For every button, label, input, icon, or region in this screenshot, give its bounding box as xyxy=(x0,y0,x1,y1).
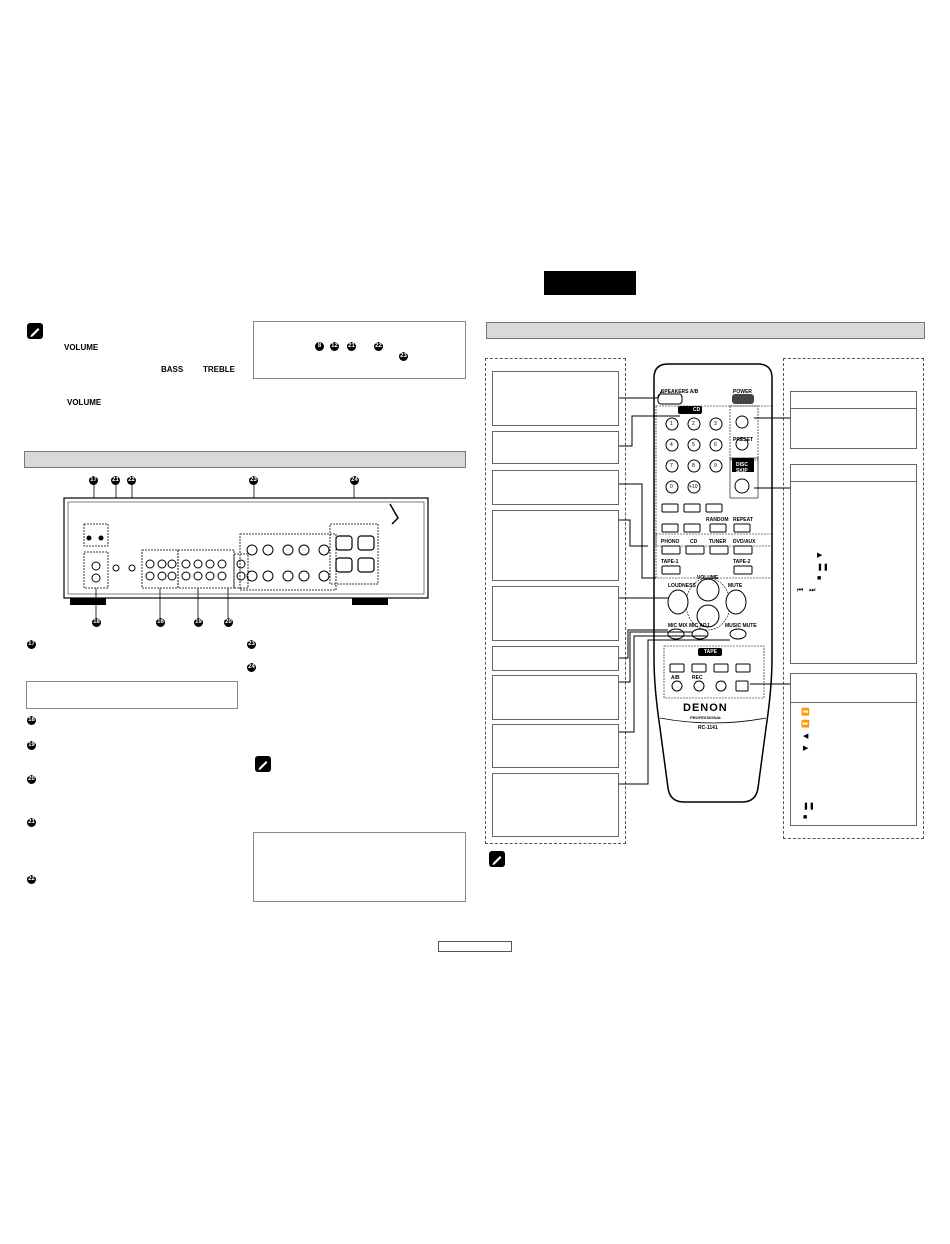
remote-label-tape2: TAPE-2 xyxy=(733,559,751,565)
remote-label-speakers: SPEAKERS A/B xyxy=(661,389,699,395)
remote-label-volume: VOLUME xyxy=(697,575,719,581)
list-marker-24: 24 xyxy=(247,663,256,672)
remote-label-mute: MUTE xyxy=(728,583,743,589)
remote-digit: 6 xyxy=(714,442,717,448)
callout-box xyxy=(492,675,619,720)
remote-label-tape: TAPE xyxy=(704,649,717,655)
remote-left-callouts xyxy=(485,358,626,844)
list-marker-21: 21 xyxy=(27,818,36,827)
remote-digit: 1 xyxy=(670,421,673,427)
language-tab xyxy=(544,271,636,295)
ref-marker: 22 xyxy=(374,342,383,351)
note-label-treble: TREBLE xyxy=(203,365,235,374)
callout-box xyxy=(492,431,619,464)
list-marker-19: 19 xyxy=(27,741,36,750)
ref-marker: 23 xyxy=(399,352,408,361)
info-box xyxy=(26,681,238,709)
callout-box xyxy=(492,773,619,837)
section-header-remote xyxy=(486,322,925,339)
callout-16: 16 xyxy=(156,618,165,627)
callout-box xyxy=(790,391,917,449)
list-marker-17: 17 xyxy=(27,640,36,649)
ref-marker: 21 xyxy=(347,342,356,351)
remote-digit: 2 xyxy=(692,421,695,427)
note-label-bass: BASS xyxy=(161,365,184,374)
remote-label-tape1: TAPE-1 xyxy=(661,559,679,565)
note-pencil-icon xyxy=(255,756,271,772)
remote-label-music-mute: MUSIC MUTE xyxy=(725,623,757,629)
callout-box xyxy=(492,371,619,426)
remote-label-dvd-aux: DVD/AUX xyxy=(733,539,756,545)
callout-17: 17 xyxy=(89,476,98,485)
remote-label-phono: PHONO xyxy=(661,539,680,545)
remote-digit: 3 xyxy=(714,421,717,427)
remote-label-power: POWER xyxy=(733,389,752,395)
rear-panel-illustration xyxy=(63,484,429,618)
caution-box-lower xyxy=(253,832,466,902)
remote-digit: 9 xyxy=(714,463,717,469)
ref-marker: 12 xyxy=(330,342,339,351)
remote-label-mic-adj: MIC ADJ xyxy=(689,623,710,629)
list-marker-22: 22 xyxy=(27,875,36,884)
page-number-box xyxy=(438,941,512,952)
remote-digit: 7 xyxy=(670,463,673,469)
remote-model: RC-1141 xyxy=(698,725,718,731)
callout-22: 22 xyxy=(127,476,136,485)
section-header-rear-panel xyxy=(24,451,466,468)
note-label-volume-2: VOLUME xyxy=(67,398,102,407)
list-marker-18: 18 xyxy=(27,716,36,725)
remote-label-repeat: REPEAT xyxy=(733,517,753,523)
remote-brand-logo: DENON xyxy=(683,702,728,714)
list-marker-23: 23 xyxy=(247,640,256,649)
note-pencil-icon xyxy=(27,323,43,339)
remote-label-mic-mix: MIC MIX xyxy=(668,623,688,629)
callout-box xyxy=(492,510,619,581)
remote-label-ab: A/B xyxy=(671,675,680,681)
remote-label-disc-skip: DISC SKIP xyxy=(736,462,748,474)
callout-23: 23 xyxy=(249,476,258,485)
note-label-volume: VOLUME xyxy=(64,343,99,352)
callout-box xyxy=(492,586,619,641)
callout-24: 24 xyxy=(350,476,359,485)
remote-label-random: RANDOM xyxy=(706,517,729,523)
remote-right-callouts xyxy=(783,358,924,839)
callout-20: 20 xyxy=(224,618,233,627)
caution-box: 8 12 21 22 23 xyxy=(253,321,466,379)
callout-19: 19 xyxy=(194,618,203,627)
ref-marker: 8 xyxy=(315,342,324,351)
remote-label-tuner: TUNER xyxy=(709,539,727,545)
callout-box-cd: ▶ ❚❚ ■ ⏮ ⏭ xyxy=(790,464,917,664)
callout-box xyxy=(492,724,619,768)
remote-brand-sub: PROFESSIONAL xyxy=(690,715,722,720)
callout-box-tape: ⏪ ⏩ ◀ ▶ ❚❚ ■ xyxy=(790,673,917,826)
remote-digit: 5 xyxy=(692,442,695,448)
remote-digit: 0 xyxy=(670,484,673,490)
remote-label-loudness: LOUDNESS xyxy=(668,583,696,589)
callout-leader-lines xyxy=(619,389,790,785)
callout-box xyxy=(492,470,619,505)
remote-control-illustration xyxy=(653,363,773,803)
remote-label-preset: PRESET xyxy=(733,437,754,443)
callout-18: 18 xyxy=(92,618,101,627)
remote-label-cd2: CD xyxy=(690,539,698,545)
remote-label-cd: CD xyxy=(693,407,701,413)
callout-box xyxy=(492,646,619,671)
remote-digit: 4 xyxy=(670,442,673,448)
list-marker-20: 20 xyxy=(27,775,36,784)
callout-21: 21 xyxy=(111,476,120,485)
note-pencil-icon xyxy=(489,851,505,867)
remote-digit: +10 xyxy=(689,484,698,490)
remote-label-rec: REC xyxy=(692,675,703,681)
remote-digit: 8 xyxy=(692,463,695,469)
